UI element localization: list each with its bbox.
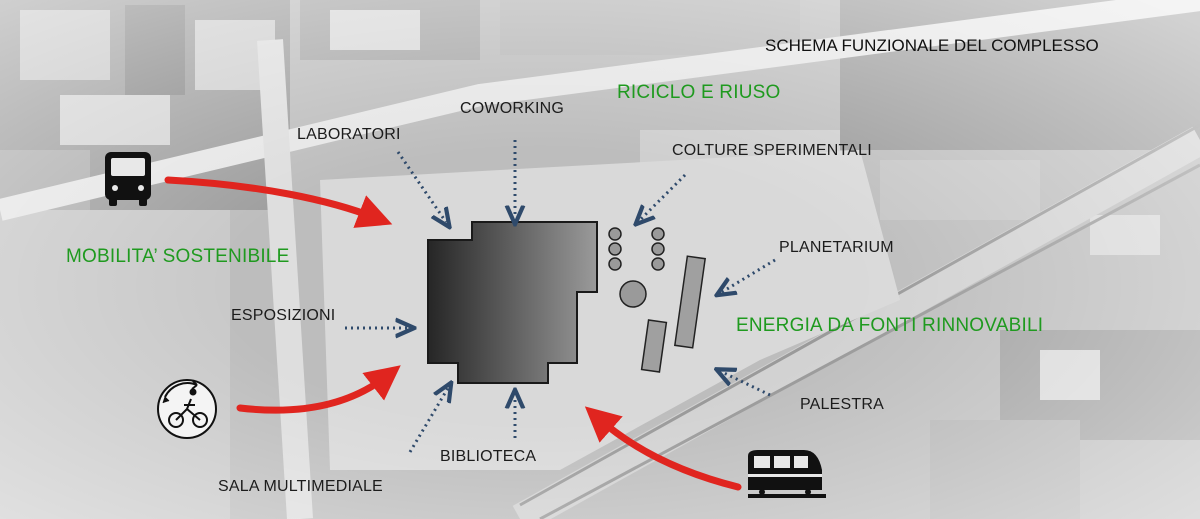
arrow-bike — [236, 365, 401, 414]
label-laboratori: LABORATORI — [297, 126, 401, 143]
arrow-planetarium — [722, 258, 776, 292]
arrow-colture — [640, 173, 687, 220]
diagram-title: SCHEMA FUNZIONALE DEL COMPLESSO — [765, 36, 1099, 55]
arrow-bus — [164, 176, 393, 228]
palestra-block — [673, 255, 707, 349]
bus-icon — [105, 152, 151, 206]
train-icon — [748, 450, 826, 498]
theme-riciclo: RICICLO E RIUSO — [617, 82, 781, 103]
label-palestra: PALESTRA — [800, 396, 884, 413]
main-building — [427, 221, 598, 384]
label-sala: SALA MULTIMEDIALE — [218, 478, 383, 495]
arrow-train — [584, 406, 742, 491]
label-biblioteca: BIBLIOTECA — [440, 448, 537, 465]
label-planetarium: PLANETARIUM — [779, 239, 894, 256]
label-colture: COLTURE SPERIMENTALI — [672, 142, 872, 159]
label-coworking: COWORKING — [460, 100, 565, 117]
energy-block — [640, 319, 668, 373]
arrow-sala — [408, 388, 448, 453]
theme-energia: ENERGIA DA FONTI RINNOVABILI — [736, 315, 1044, 336]
function-arrows — [345, 140, 776, 453]
bike-icon — [157, 379, 217, 439]
arrow-laboratori — [396, 151, 446, 222]
silos — [608, 227, 665, 271]
label-esposizioni: ESPOSIZIONI — [231, 307, 336, 324]
theme-mobilita: MOBILITA’ SOSTENIBILE — [66, 246, 290, 267]
mobility-arrows — [164, 176, 742, 491]
planetarium-dome — [619, 280, 647, 308]
